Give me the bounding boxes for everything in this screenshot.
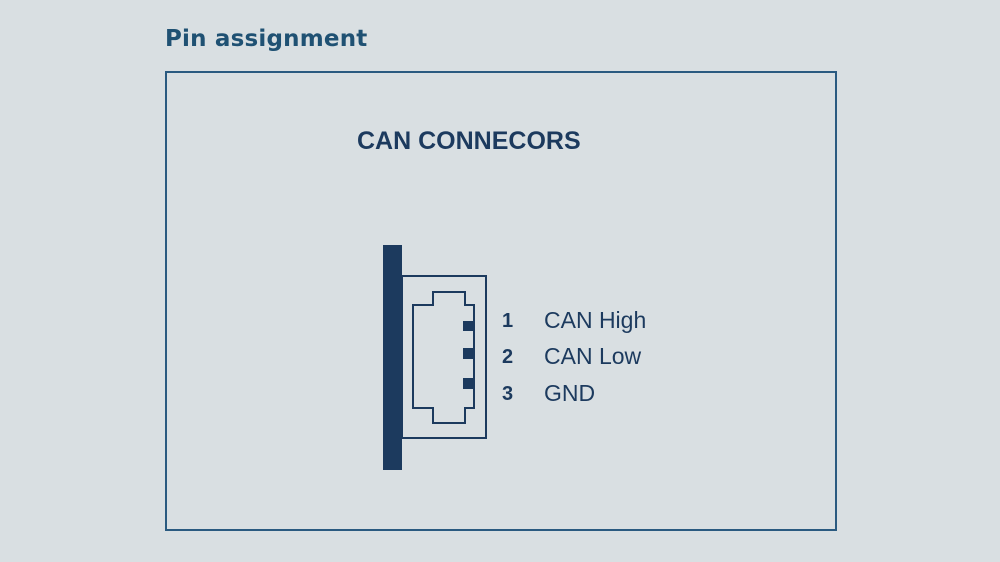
diagram-title: CAN CONNECORS [357,127,581,155]
panel-bar [383,245,402,470]
diagram-frame [165,71,837,531]
connector-socket [412,291,475,424]
pin-number-3: 3 [502,383,514,405]
pin-label-2: CAN Low [544,343,642,369]
pin-label-3: GND [544,380,596,406]
pin-contact-2 [463,348,474,359]
connector-housing [401,275,487,439]
pin-number-2: 2 [502,346,514,368]
section-heading: Pin assignment [165,26,368,52]
pin-number-1: 1 [502,310,514,332]
pin-contact-1 [463,321,474,331]
pin-label-1: CAN High [544,307,647,333]
pin-contact-3 [463,378,474,389]
